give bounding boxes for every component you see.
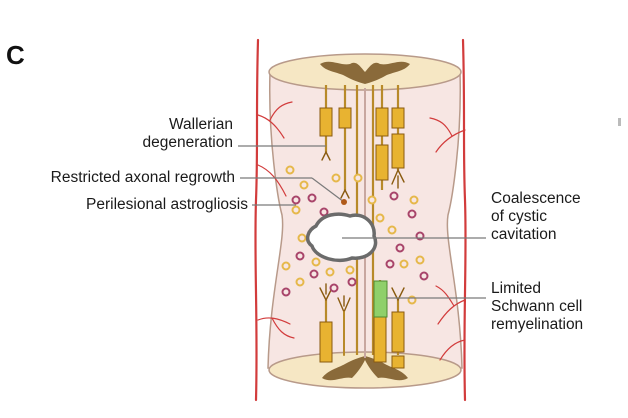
inner-vessels [257,101,466,361]
label-wallerian-line1: Wallerian [168,116,233,133]
schwann-cell-segment [373,280,388,318]
label-restricted-regrowth: Restricted axonal regrowth [50,169,235,186]
outer-vessels [254,38,467,402]
astrocytes [281,165,425,305]
panel-letter: C [6,40,25,70]
bottom-gray-matter [322,356,408,381]
leader-lines [238,145,486,299]
label-limited-line2: Schwann cell [491,298,583,315]
label-wallerian: Wallerian degeneration [143,116,234,152]
label-coalescence-line1: Coalescence [491,190,581,207]
label-coalescence-line2: of cystic [491,208,547,225]
label-limited-line3: remyelination [491,316,584,333]
label-coalescence-line3: cavitation [491,226,557,243]
cyst-cavity [305,212,378,263]
label-perilesional-astrogliosis: Perilesional astrogliosis [86,196,248,213]
top-gray-matter [320,61,410,84]
regrowth-branches [319,151,405,356]
right-outer-vessel [461,38,467,402]
label-limited-schwann: Limited Schwann cell remyelination [491,280,583,334]
regrowth-pointer-dot [341,199,347,205]
label-coalescence: Coalescence of cystic cavitation [491,190,581,244]
myelin-segments [319,107,405,369]
edge-artifact [618,118,621,126]
macrophages [281,191,429,297]
left-outer-vessel [254,38,260,402]
label-limited-line1: Limited [491,280,541,297]
label-wallerian-line2: degeneration [142,134,234,151]
